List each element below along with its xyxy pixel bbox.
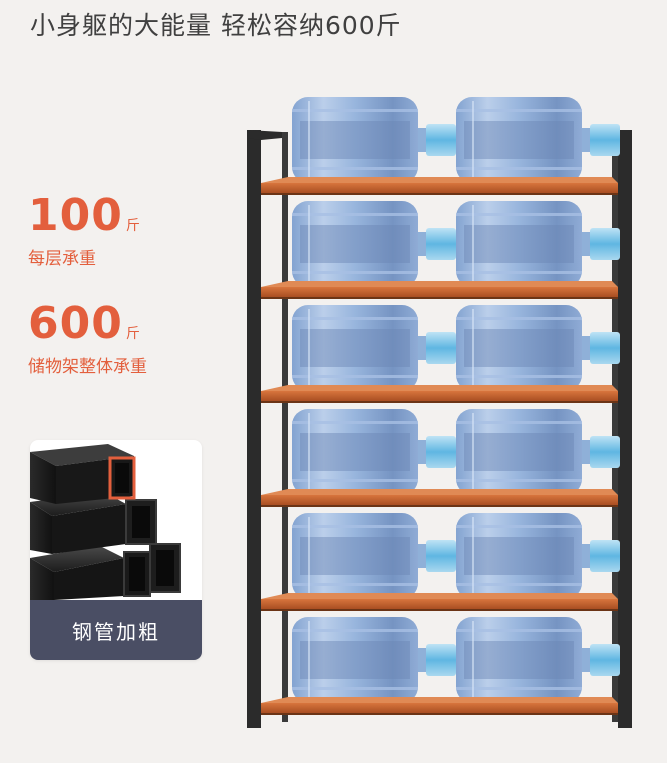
shelf-board — [261, 287, 618, 297]
total-unit: 斤 — [125, 326, 140, 342]
shelf-board-edge — [261, 297, 618, 299]
water-bottle — [292, 201, 456, 287]
pipe-feature-label: 钢管加粗 — [30, 600, 202, 660]
rack-back-post-right — [612, 132, 618, 722]
water-bottle — [292, 617, 456, 703]
pipe-bottom-right — [149, 543, 181, 593]
pipe-bottom-mid — [123, 551, 151, 597]
water-bottle — [456, 201, 620, 287]
shelf-board-edge — [261, 505, 618, 507]
shelf-board-top-face — [261, 593, 618, 599]
rack-back-post-left — [282, 132, 288, 722]
steel-pipe-card: 钢管加粗 — [30, 440, 202, 660]
water-bottle — [292, 409, 456, 495]
shelf-board-edge — [261, 193, 618, 195]
pipe-middle-right — [125, 499, 157, 545]
shelf-board-edge — [261, 401, 618, 403]
water-bottle — [292, 305, 456, 391]
shelf-board — [261, 495, 618, 505]
pipe-bottom-left — [30, 546, 124, 600]
water-bottle — [456, 513, 620, 599]
water-bottle — [456, 305, 620, 391]
shelf-board — [261, 391, 618, 401]
headline: 小身躯的大能量 轻松容纳600斤 — [30, 11, 402, 40]
shelf-board-top-face — [261, 281, 618, 287]
shelf-board-top-face — [261, 697, 618, 703]
per-layer-unit: 斤 — [125, 218, 140, 234]
per-layer-value: 100 — [28, 190, 123, 241]
shelf-board-top-face — [261, 489, 618, 495]
water-bottle — [456, 97, 620, 183]
water-bottle — [456, 409, 620, 495]
per-layer-label: 每层承重 — [28, 249, 96, 269]
pipe-top-highlighted — [30, 444, 136, 504]
rack-front-post-left — [247, 130, 261, 728]
rack-top-side-bar — [247, 130, 282, 140]
steel-pipe-image — [30, 444, 181, 600]
shelf-board-edge — [261, 713, 618, 715]
shelf-board — [261, 599, 618, 609]
shelf-board — [261, 183, 618, 193]
total-label: 储物架整体承重 — [28, 357, 147, 377]
water-bottle — [292, 97, 456, 183]
shelf-board-edge — [261, 609, 618, 611]
total-value: 600 — [28, 298, 123, 349]
shelf-board-top-face — [261, 177, 618, 183]
water-bottle — [456, 617, 620, 703]
water-bottle — [292, 513, 456, 599]
shelf-board — [261, 703, 618, 713]
rack-front-post-right — [618, 130, 632, 728]
shelf-board-top-face — [261, 385, 618, 391]
